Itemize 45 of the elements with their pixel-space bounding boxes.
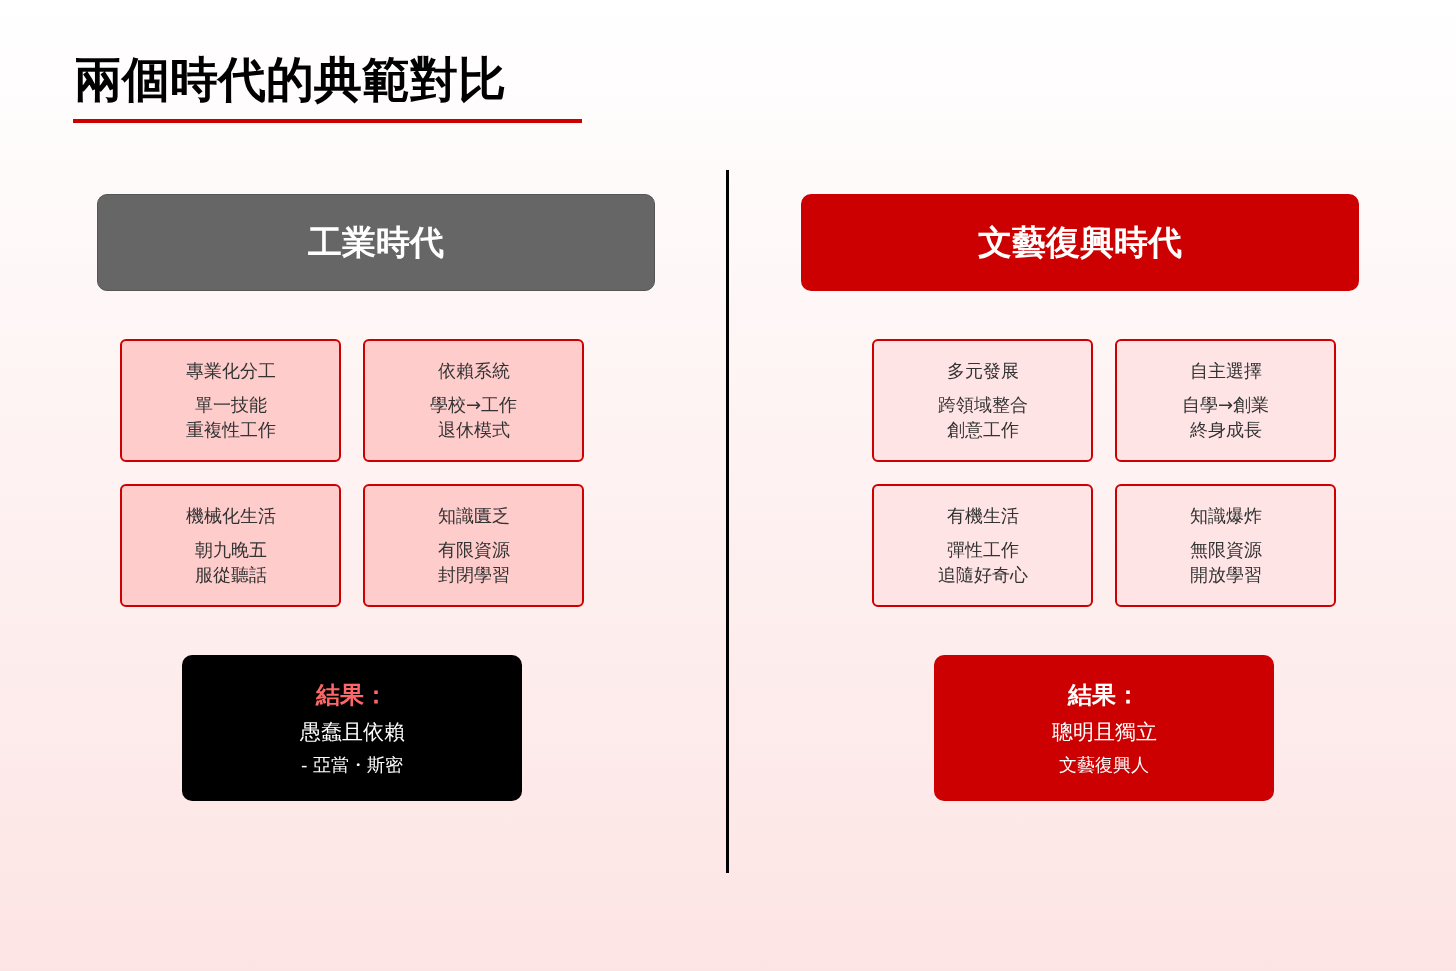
item-text: 重複性工作 — [185, 418, 276, 442]
result-heading: 結果： — [1068, 680, 1140, 712]
item-box — [1115, 339, 1336, 462]
item-box — [1115, 484, 1336, 607]
result-box — [934, 655, 1274, 801]
item-heading: 多元發展 — [946, 359, 1019, 383]
item-text: 學校→工作 — [429, 392, 518, 417]
item-heading: 自主選擇 — [1189, 359, 1262, 383]
item-text: 自學→創業 — [1181, 392, 1270, 417]
header-title: 文藝復興時代 — [978, 221, 1182, 265]
result-box — [182, 655, 522, 801]
header-box — [801, 194, 1359, 291]
item-box — [363, 339, 584, 462]
item-text: 創意工作 — [946, 418, 1019, 442]
item-heading: 知識爆炸 — [1189, 504, 1262, 528]
item-box — [363, 484, 584, 607]
title: 兩個時代的典範對比 — [74, 50, 506, 109]
result-note: 文藝復興人 — [1059, 752, 1149, 776]
item-text: 封閉學習 — [437, 563, 510, 587]
item-text: 單一技能 — [194, 392, 267, 417]
item-text: 彈性工作 — [946, 537, 1019, 562]
item-heading: 專業化分工 — [185, 359, 276, 383]
item-text: 退休模式 — [437, 418, 510, 442]
result-text: 愚蠢且依賴 — [299, 719, 405, 747]
header-title: 工業時代 — [308, 221, 444, 265]
result-note: - 亞當・斯密 — [300, 752, 404, 776]
item-text: 終身成長 — [1189, 418, 1262, 442]
item-heading: 有機生活 — [946, 504, 1019, 528]
item-heading: 知識匱乏 — [437, 504, 510, 528]
item-box — [120, 484, 341, 607]
item-heading: 機械化生活 — [185, 504, 276, 528]
item-heading: 依賴系統 — [437, 359, 510, 383]
item-box — [120, 339, 341, 462]
item-box — [872, 484, 1093, 607]
result-heading: 結果： — [316, 680, 388, 712]
item-text: 追隨好奇心 — [937, 563, 1028, 587]
item-text: 服從聽話 — [194, 563, 267, 587]
result-text: 聰明且獨立 — [1051, 719, 1157, 747]
header-box — [97, 194, 655, 291]
item-text: 開放學習 — [1189, 563, 1262, 587]
item-box — [872, 339, 1093, 462]
item-text: 朝九晚五 — [194, 537, 267, 562]
item-text: 有限資源 — [437, 537, 510, 562]
item-text: 跨領域整合 — [937, 392, 1028, 417]
item-text: 無限資源 — [1189, 537, 1262, 562]
